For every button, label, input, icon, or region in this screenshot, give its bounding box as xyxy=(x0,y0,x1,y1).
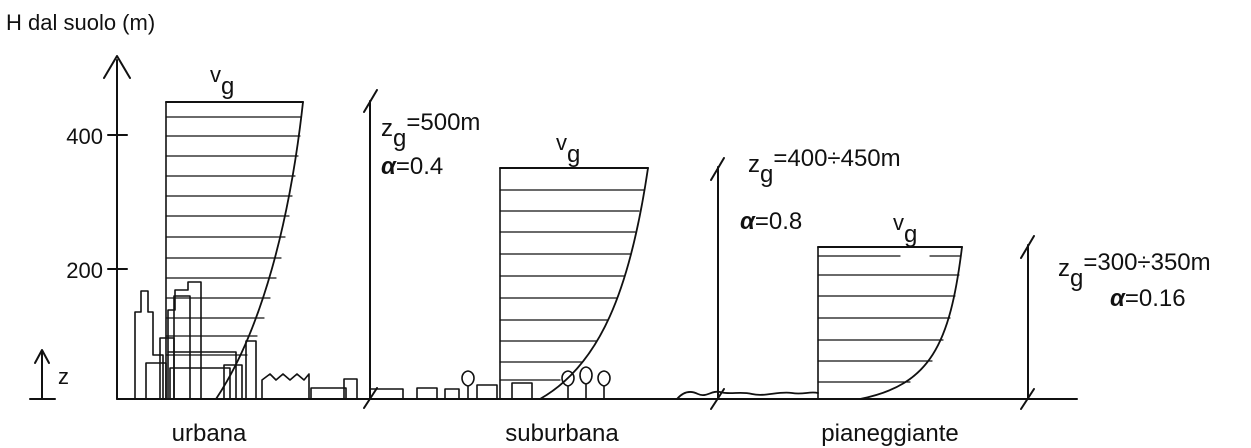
profile-pianeggiante-curve xyxy=(859,246,963,400)
height-axis: H dal suolo (m) 400 200 xyxy=(6,10,155,400)
z-indicator: z xyxy=(29,349,69,400)
profile-suburbana-curve xyxy=(539,167,649,400)
profile-suburbana-alpha-label: α=0.8 xyxy=(740,208,802,235)
tree-2 xyxy=(561,370,575,400)
building-low-right xyxy=(167,351,237,400)
profile-pianeggiante-zg-label: zg=300÷350m xyxy=(1058,249,1211,292)
profile-pianeggiante: vg zg=300÷350m α=0.16 pianeggiante xyxy=(817,210,1211,447)
profile-suburbana-zg-tick-top xyxy=(710,157,725,181)
profile-urbana-hatches xyxy=(165,116,302,356)
profile-suburbana-velocity: vg xyxy=(556,130,580,168)
tick-label-200: 200 xyxy=(66,258,103,283)
building-block-c xyxy=(173,295,191,400)
profile-suburbana-name: suburbana xyxy=(505,420,619,447)
profile-urbana-zg-tick-top xyxy=(363,89,378,113)
building-tower-mid xyxy=(167,281,202,400)
profile-pianeggiante-hatches xyxy=(817,255,962,383)
profile-suburbana-hatches xyxy=(499,189,645,381)
profile-urbana-curve xyxy=(215,101,304,400)
profile-urbana-name: urbana xyxy=(172,420,247,447)
building-low-5 xyxy=(444,388,460,400)
building-low-2 xyxy=(343,378,358,400)
building-low-6 xyxy=(476,384,498,400)
building-tower-left xyxy=(134,290,164,400)
building-block-e xyxy=(223,364,243,400)
profile-suburbana-zg-tick-bottom xyxy=(710,388,725,410)
profile-suburbana: vg zg=400÷450m α=0.8 suburbana xyxy=(499,130,901,447)
building-low-1 xyxy=(310,387,347,400)
profile-pianeggiante-alpha-label: α=0.16 xyxy=(1110,285,1186,312)
profile-urbana-zg-tick-bottom xyxy=(363,387,378,409)
tree-3 xyxy=(579,366,593,400)
z-label: z xyxy=(58,364,69,389)
building-chimney xyxy=(245,340,257,400)
profile-suburbana-zg-label: zg=400÷450m xyxy=(748,145,901,188)
profile-urbana-zg-label: zg=500m xyxy=(381,109,480,152)
axis-title: H dal suolo (m) xyxy=(6,10,155,35)
profile-urbana: vg zg=500m α=0.4 urbana xyxy=(165,62,480,447)
open-terrain xyxy=(676,390,819,400)
urban-skyline xyxy=(134,281,533,400)
profile-urbana-velocity: vg xyxy=(210,62,234,100)
tree-4 xyxy=(597,370,611,400)
profile-pianeggiante-name: pianeggiante xyxy=(821,420,958,447)
y-axis-arrow xyxy=(103,55,131,79)
tree-1 xyxy=(461,370,475,400)
building-low-4 xyxy=(416,387,438,400)
profile-urbana-alpha-label: α=0.4 xyxy=(381,153,443,180)
factory-sawtooth xyxy=(261,373,310,400)
building-low-7 xyxy=(511,382,533,400)
suburban-trees xyxy=(461,366,611,400)
building-block-d xyxy=(169,367,231,400)
tick-label-400: 400 xyxy=(66,124,103,149)
profile-pianeggiante-zg-tick-top xyxy=(1020,235,1035,259)
z-arrow-head xyxy=(34,349,50,364)
profile-pianeggiante-velocity: vg xyxy=(893,210,917,248)
profile-pianeggiante-zg-tick-bottom xyxy=(1020,388,1035,410)
